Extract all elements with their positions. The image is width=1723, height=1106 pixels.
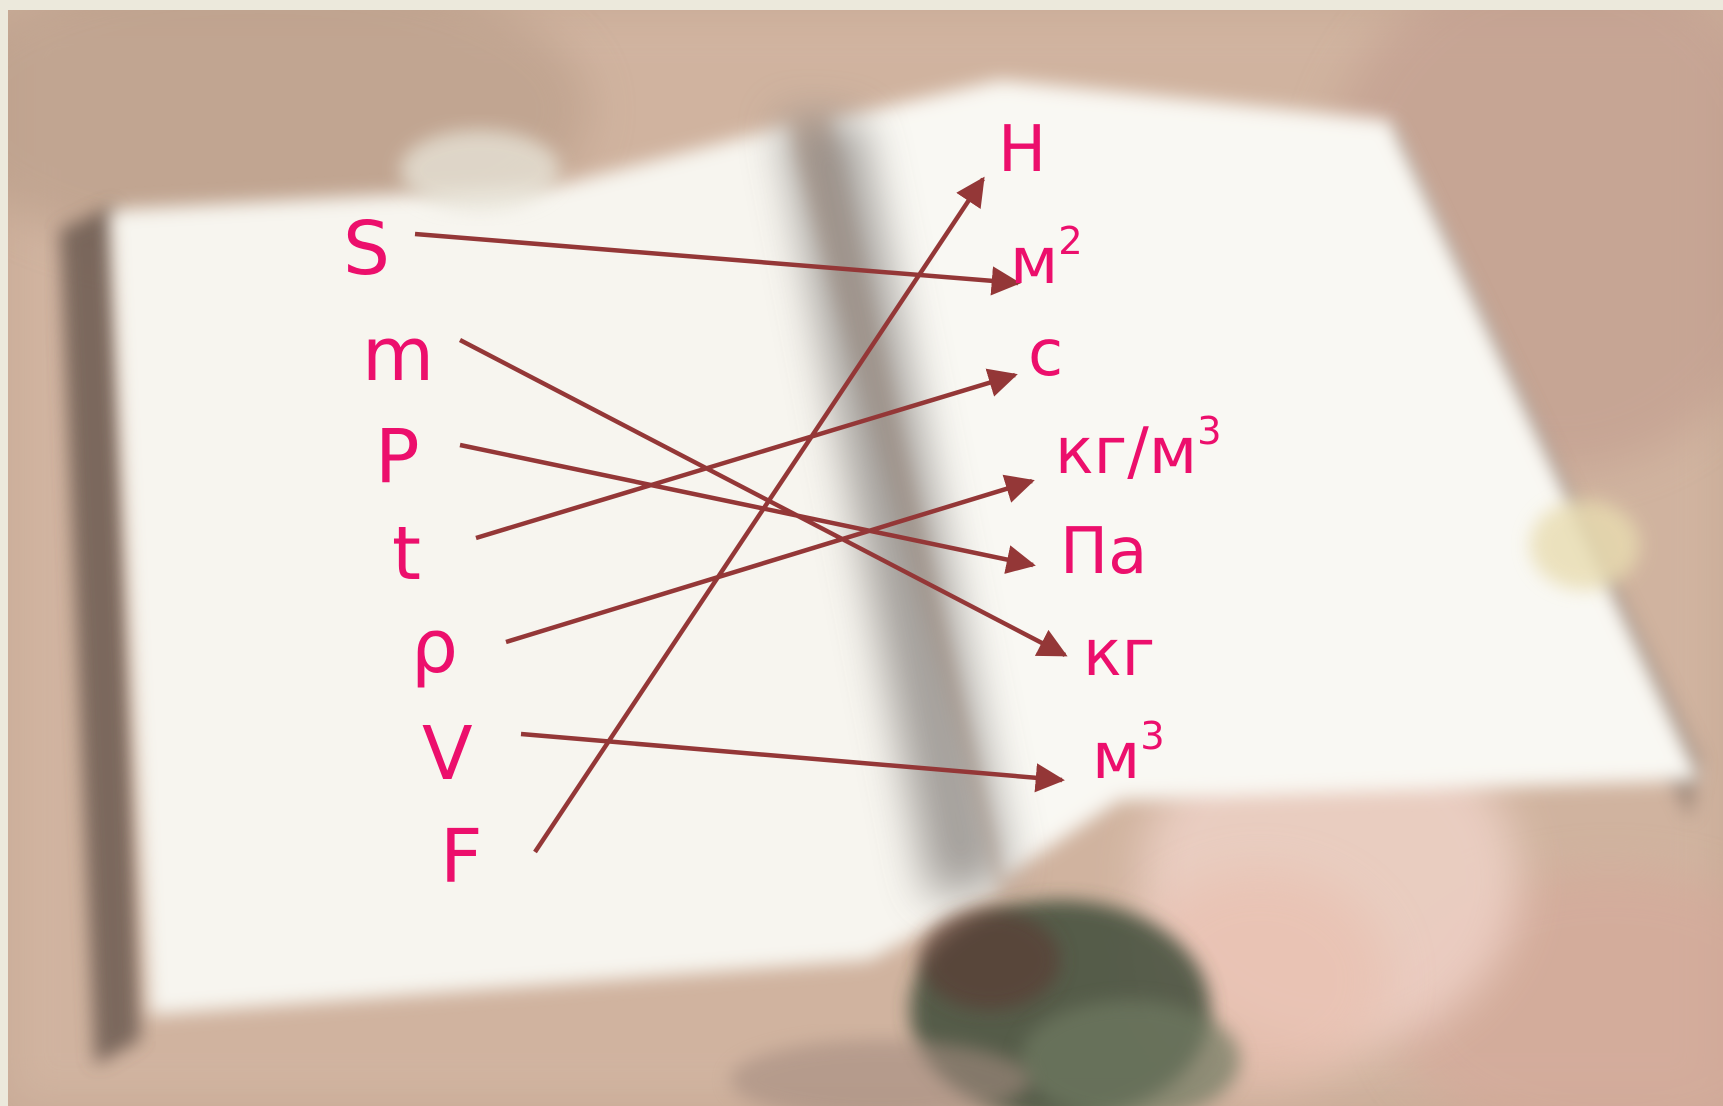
symbol-force: F xyxy=(440,814,483,900)
arrow-t-to-second xyxy=(475,368,1018,541)
symbol-volume: V xyxy=(422,711,473,797)
unit-density-exponent: 3 xyxy=(1197,409,1222,455)
unit-square-meter: м2 xyxy=(1010,223,1083,294)
unit-newton-label: Н xyxy=(998,113,1047,187)
unit-cubic-meter: м3 xyxy=(1092,718,1165,789)
unit-cubic-meter-exponent: 3 xyxy=(1140,714,1165,760)
connection-arrows xyxy=(414,176,1068,854)
symbol-mass: m xyxy=(362,312,435,398)
unit-kilogram: кг xyxy=(1083,622,1155,686)
arrow-rho-to-density xyxy=(505,474,1035,645)
symbol-density: ρ xyxy=(411,604,458,690)
symbol-time: t xyxy=(392,511,422,597)
unit-pascal: Па xyxy=(1060,520,1147,584)
symbol-pressure: P xyxy=(375,414,420,500)
unit-newton: Н xyxy=(998,118,1046,182)
unit-square-meter-label: м xyxy=(1010,225,1059,299)
unit-cubic-meter-label: м xyxy=(1092,720,1141,794)
unit-density: кг/м3 xyxy=(1055,413,1222,484)
unit-density-label: кг/м xyxy=(1055,415,1198,489)
unit-pascal-label: Па xyxy=(1060,515,1148,589)
unit-square-meter-exponent: 2 xyxy=(1058,219,1083,265)
unit-kilogram-label: кг xyxy=(1083,617,1156,691)
unit-second-label: с xyxy=(1028,317,1064,391)
unit-second: с xyxy=(1028,322,1063,386)
symbol-area: S xyxy=(343,206,390,292)
arrow-f-to-newton xyxy=(533,176,985,854)
arrow-m-to-kilogram xyxy=(458,338,1068,657)
arrow-v-to-cubic-meter xyxy=(520,731,1065,793)
arrow-p-to-pascal xyxy=(459,442,1036,574)
